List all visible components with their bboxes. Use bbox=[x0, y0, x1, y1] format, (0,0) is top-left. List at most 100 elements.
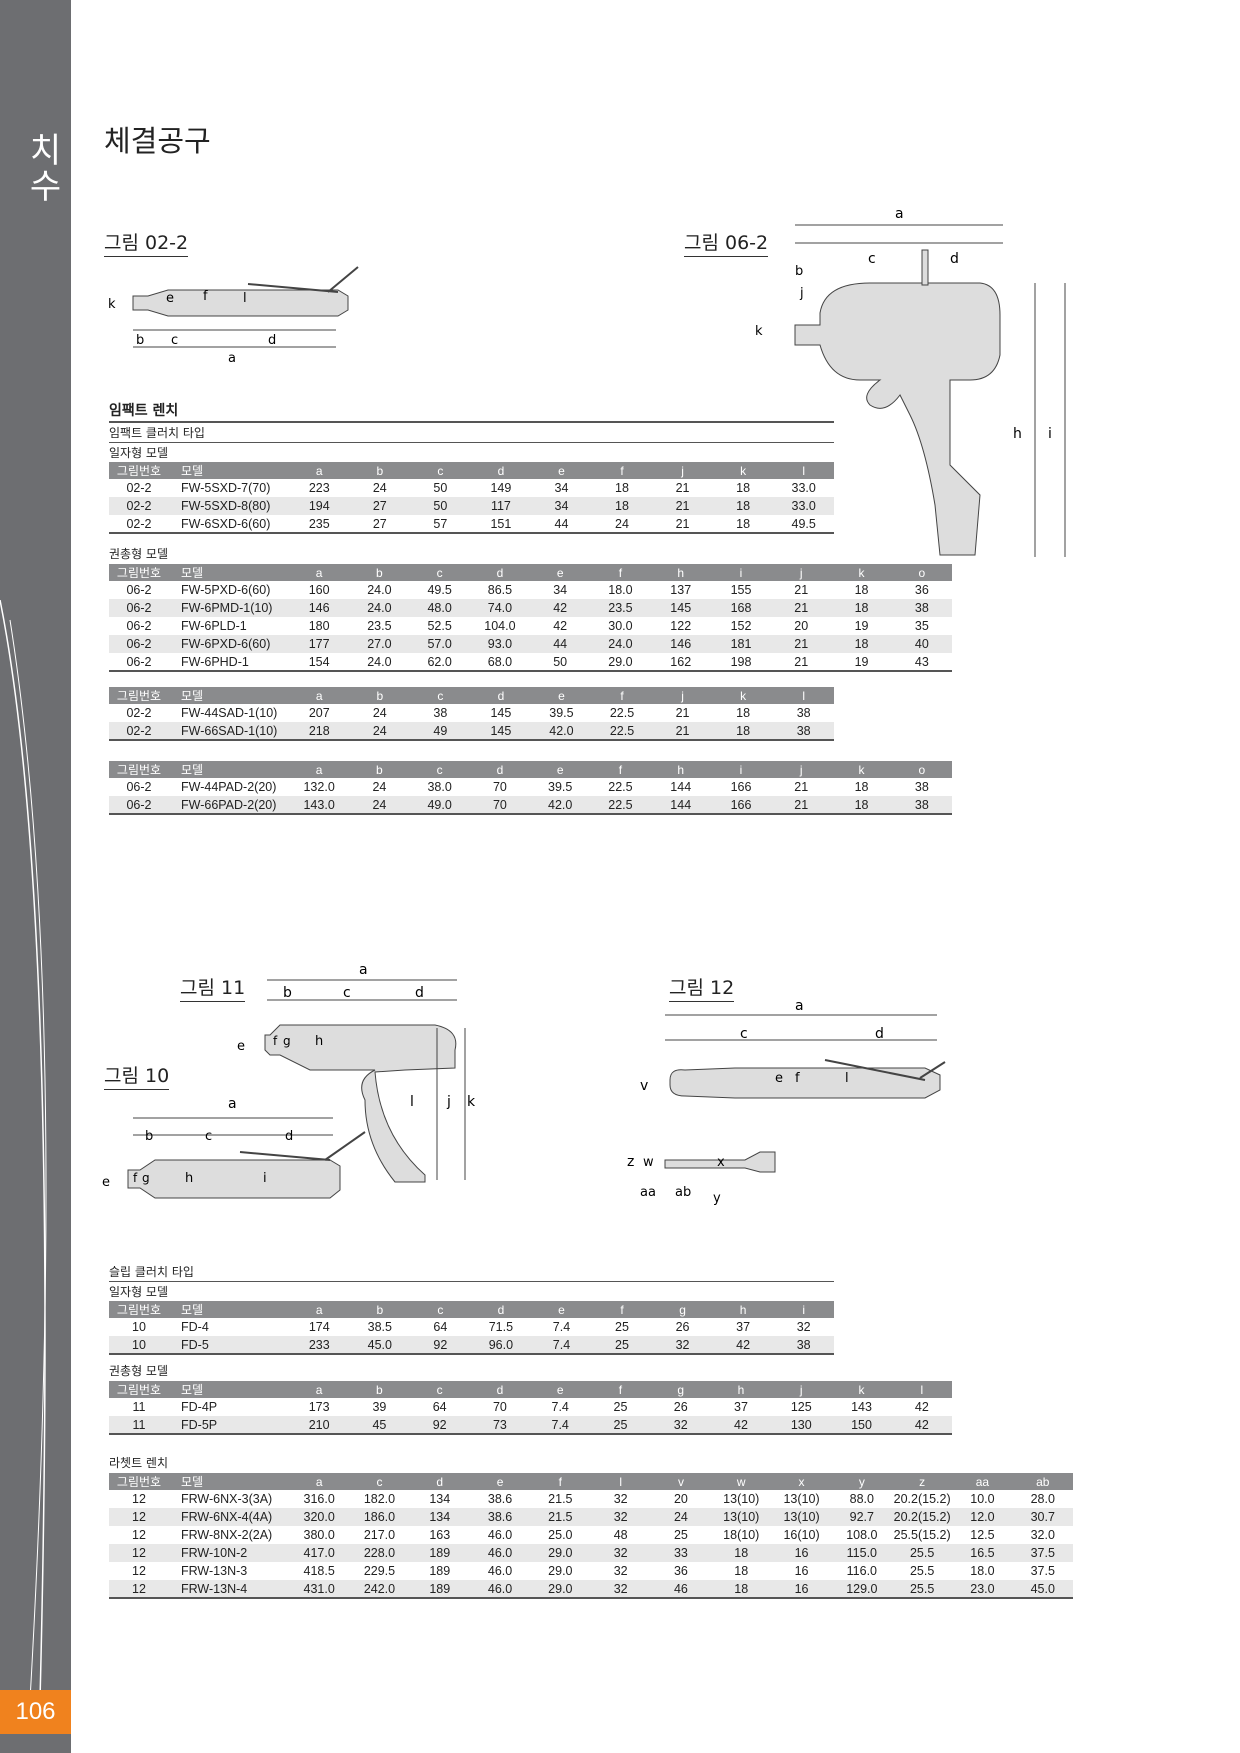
column-header: a bbox=[289, 1301, 350, 1318]
dimension-cell: 13(10) bbox=[771, 1508, 832, 1526]
model-cell: FW-6PXD-6(60) bbox=[169, 635, 289, 653]
dimension-cell: 36 bbox=[673, 1564, 688, 1578]
column-header: o bbox=[891, 564, 952, 581]
column-header: f bbox=[590, 564, 651, 581]
dimension-cell: 32 bbox=[796, 1320, 811, 1334]
dimension-cell: 125 bbox=[790, 1400, 812, 1414]
dimension-cell: 38 bbox=[914, 780, 929, 794]
dimension-cell: 19 bbox=[854, 619, 869, 633]
dimension-cell: 18 bbox=[712, 497, 774, 515]
column-header: e bbox=[530, 564, 591, 581]
dimension-cell: 223 bbox=[308, 481, 330, 495]
dimension-cell: 149 bbox=[490, 481, 512, 495]
column-header: 모델 bbox=[169, 761, 289, 778]
dimension-cell: 86.5 bbox=[487, 583, 513, 597]
svg-text:f: f bbox=[133, 1171, 138, 1185]
model-cell: FW-44PAD-2(20) bbox=[181, 780, 277, 794]
dimension-cell: 93.0 bbox=[469, 635, 531, 653]
dimension-cell: 25.5 bbox=[909, 1564, 935, 1578]
figure-number-cell: 02-2 bbox=[109, 722, 169, 741]
dimension-cell: 20.2(15.2) bbox=[891, 1508, 953, 1526]
model-cell: FW-66PAD-2(20) bbox=[169, 796, 289, 815]
column-header: l bbox=[773, 687, 834, 704]
column-header: c bbox=[410, 687, 471, 704]
column-header: z bbox=[891, 1473, 953, 1490]
dimension-cell: 25 bbox=[673, 1528, 688, 1542]
dimension-cell: 180 bbox=[308, 619, 330, 633]
dimension-cell: 160 bbox=[308, 583, 330, 597]
dimension-cell: 38 bbox=[773, 1336, 834, 1355]
dimension-cell: 38 bbox=[891, 599, 952, 617]
figure-number-cell: 06-2 bbox=[109, 635, 169, 653]
dimension-cell: 13(10) bbox=[783, 1492, 820, 1506]
slip-straight-label: 일자형 모델 bbox=[109, 1285, 169, 1299]
svg-text:b: b bbox=[795, 264, 803, 279]
dimension-cell: 18.0 bbox=[970, 1564, 995, 1578]
svg-text:b: b bbox=[283, 985, 292, 1001]
dimension-cell: 18 bbox=[711, 1544, 772, 1562]
dimension-cell: 24 bbox=[349, 722, 411, 741]
column-header: 그림번호 bbox=[109, 564, 169, 581]
dimension-cell: 24.0 bbox=[349, 599, 410, 617]
dimension-cell: 21.5 bbox=[548, 1492, 573, 1506]
dimension-cell: 155 bbox=[730, 583, 752, 597]
dimension-cell: 74.0 bbox=[469, 599, 531, 617]
dimension-cell: 30.7 bbox=[1012, 1508, 1073, 1526]
dimension-cell: 18 bbox=[712, 722, 774, 741]
dimension-cell: 233 bbox=[289, 1336, 350, 1355]
figure-number-cell: 10 bbox=[109, 1336, 169, 1355]
dimension-cell: 22.5 bbox=[608, 780, 633, 794]
svg-text:e: e bbox=[166, 291, 174, 306]
figure-number-cell: 12 bbox=[109, 1580, 169, 1599]
dimension-cell: 21 bbox=[771, 653, 832, 672]
dimension-cell: 316.0 bbox=[303, 1492, 335, 1506]
dimension-cell: 217.0 bbox=[363, 1528, 396, 1542]
svg-text:c: c bbox=[740, 1026, 748, 1042]
dimension-cell: 16 bbox=[771, 1544, 832, 1562]
dimension-cell: 150 bbox=[831, 1416, 892, 1435]
column-header: d bbox=[469, 761, 531, 778]
column-header: h bbox=[650, 761, 711, 778]
dimension-cell: 46.0 bbox=[487, 1528, 513, 1542]
svg-text:v: v bbox=[640, 1078, 648, 1094]
dimension-cell: 162 bbox=[650, 653, 711, 672]
column-header: 모델 bbox=[169, 1381, 289, 1398]
column-header: k bbox=[712, 462, 774, 479]
figure-label-10: 그림 10 bbox=[104, 1061, 170, 1090]
dimension-cell: 16.5 bbox=[952, 1544, 1013, 1562]
dimension-cell: 117 bbox=[470, 497, 532, 515]
column-header: b bbox=[349, 761, 410, 778]
figure-number-cell: 11 bbox=[109, 1416, 169, 1435]
column-header: k bbox=[831, 1381, 892, 1398]
column-header: d bbox=[470, 687, 532, 704]
dimension-cell: 13(10) bbox=[723, 1492, 760, 1506]
dimension-cell: 39.5 bbox=[549, 706, 574, 720]
dimension-cell: 10.0 bbox=[970, 1492, 995, 1506]
dimension-cell: 25.5(15.2) bbox=[893, 1528, 951, 1542]
dimension-cell: 44 bbox=[531, 515, 592, 534]
dimension-cell: 33 bbox=[650, 1544, 712, 1562]
column-header: 그림번호 bbox=[109, 1301, 169, 1318]
section-title: 치수 bbox=[22, 132, 62, 204]
column-header: 모델 bbox=[169, 462, 289, 479]
dimension-cell: 129.0 bbox=[831, 1580, 892, 1599]
column-header: aa bbox=[952, 1473, 1013, 1490]
figure-number-cell: 06-2 bbox=[126, 583, 152, 597]
dimension-cell: 189 bbox=[409, 1544, 470, 1562]
column-header: c bbox=[410, 1301, 471, 1318]
dimension-cell: 18 bbox=[831, 635, 892, 653]
dimension-cell: 24 bbox=[372, 780, 387, 794]
dimension-cell: 40 bbox=[891, 635, 952, 653]
column-header: e bbox=[530, 1381, 591, 1398]
dimension-cell: 32 bbox=[590, 1580, 651, 1599]
figure-number-cell: 02-2 bbox=[126, 706, 152, 720]
column-header: f bbox=[530, 1473, 591, 1490]
